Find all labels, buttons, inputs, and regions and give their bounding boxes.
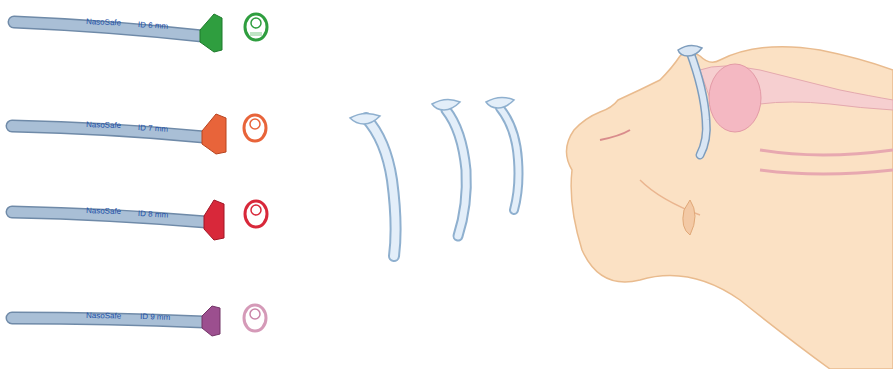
head-illustration	[566, 45, 893, 369]
tube	[12, 114, 266, 154]
tube-print: NasoSafe	[86, 17, 121, 27]
tube-print: NasoSafe	[86, 311, 121, 320]
tube	[12, 200, 267, 240]
tube-print: NasoSafe	[86, 120, 121, 130]
tube	[14, 14, 267, 52]
tube-print: ID 7 mm	[138, 123, 169, 134]
tube-print: ID 9 mm	[140, 312, 170, 322]
tube-print: ID 8 mm	[138, 209, 169, 220]
airway-sketches	[350, 97, 519, 256]
tube-print: NasoSafe	[86, 206, 121, 216]
tube	[12, 305, 266, 336]
tube-print: ID 6 mm	[138, 20, 169, 31]
nasal-airway-tubes	[12, 14, 267, 336]
